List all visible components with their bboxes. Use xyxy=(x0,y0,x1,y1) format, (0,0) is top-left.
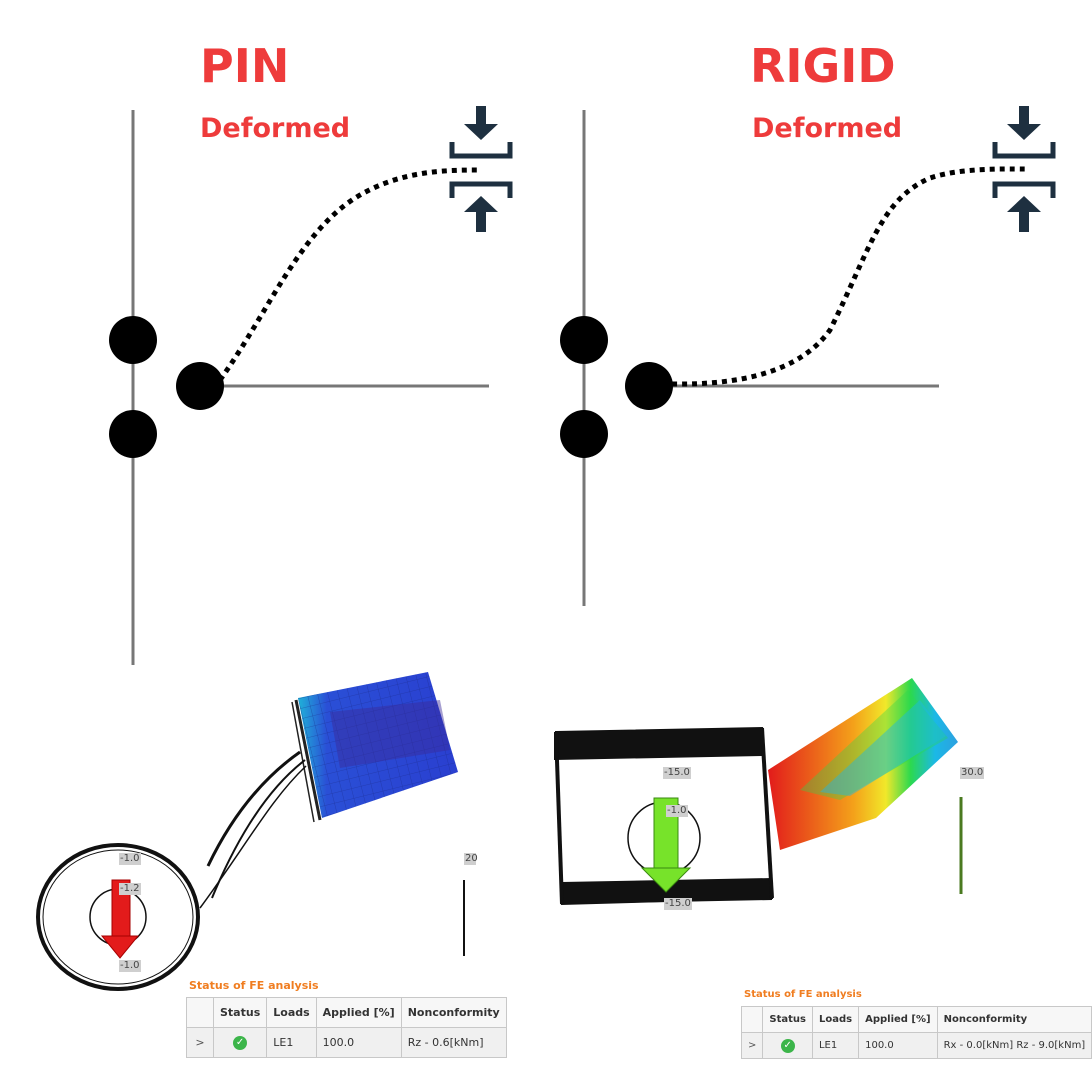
rigid-node-beam xyxy=(625,362,673,410)
rigid-label-top: -15.0 xyxy=(663,767,691,779)
column-header-nonconformity: Nonconformity xyxy=(400,997,507,1028)
pin-label-top: -1.0 xyxy=(119,853,141,865)
check-icon: ✓ xyxy=(233,1036,248,1050)
rigid-status-heading: Status of FE analysis xyxy=(744,989,862,1000)
nonconformity-cell: Rx - 0.0[kNm] Rz - 9.0[kNm] xyxy=(936,1032,1092,1059)
rigid-title: RIGID xyxy=(750,39,896,93)
rigid-beam-plate xyxy=(768,678,958,850)
pin-fe-model xyxy=(36,672,465,991)
rigid-node-bottom xyxy=(560,410,608,458)
column-header-loads: Loads xyxy=(811,1006,860,1033)
rigid-status-table: Status Loads Applied [%] Nonconformity >… xyxy=(740,1006,1092,1059)
column-header-applied: Applied [%] xyxy=(858,1006,938,1033)
expand-row-icon[interactable]: > xyxy=(740,1032,764,1059)
rigid-compression-icon xyxy=(992,106,1056,232)
column-header-applied: Applied [%] xyxy=(315,997,402,1028)
load-cell: LE1 xyxy=(266,1027,317,1058)
load-cell: LE1 xyxy=(811,1032,860,1059)
check-icon: ✓ xyxy=(780,1038,795,1053)
table-row[interactable]: > ✓ LE1 100.0 Rx - 0.0[kNm] Rz - 9.0[kNm… xyxy=(740,1032,1092,1059)
rigid-node-top xyxy=(560,316,608,364)
pin-node-bottom xyxy=(109,410,157,458)
rigid-sketch xyxy=(560,106,1056,606)
pin-status-table: Status Loads Applied [%] Nonconformity >… xyxy=(186,997,507,1058)
pin-label-middle: -1.2 xyxy=(119,883,141,895)
table-row[interactable]: > ✓ LE1 100.0 Rz - 0.6[kNm] xyxy=(186,1027,507,1058)
pin-status-heading: Status of FE analysis xyxy=(189,979,319,992)
pin-column-section xyxy=(36,843,200,991)
pin-deformed-curve xyxy=(217,167,479,382)
rigid-subtitle: Deformed xyxy=(752,113,903,144)
pin-scale-label: 20 xyxy=(464,853,478,865)
rigid-deformed-curve xyxy=(671,166,1026,387)
pin-label-bottom: -1.0 xyxy=(119,960,141,972)
pin-subtitle: Deformed xyxy=(200,113,351,144)
rigid-label-middle: -1.0 xyxy=(666,805,688,817)
column-header-status: Status xyxy=(212,997,268,1028)
rigid-fe-model xyxy=(554,678,963,906)
rigid-scale-label: 30.0 xyxy=(960,767,985,779)
column-header-nonconformity: Nonconformity xyxy=(936,1006,1092,1033)
applied-cell: 100.0 xyxy=(858,1032,938,1059)
pin-title: PIN xyxy=(200,39,290,93)
column-header-status: Status xyxy=(762,1006,813,1033)
column-header-loads: Loads xyxy=(266,997,317,1028)
nonconformity-cell: Rz - 0.6[kNm] xyxy=(400,1027,507,1058)
pin-node-beam xyxy=(176,362,224,410)
applied-cell: 100.0 xyxy=(315,1027,402,1058)
pin-compression-icon xyxy=(449,106,513,232)
rigid-label-bottom: -15.0 xyxy=(664,898,692,910)
pin-sketch xyxy=(109,106,513,665)
pin-node-top xyxy=(109,316,157,364)
expand-row-icon[interactable]: > xyxy=(186,1027,214,1058)
